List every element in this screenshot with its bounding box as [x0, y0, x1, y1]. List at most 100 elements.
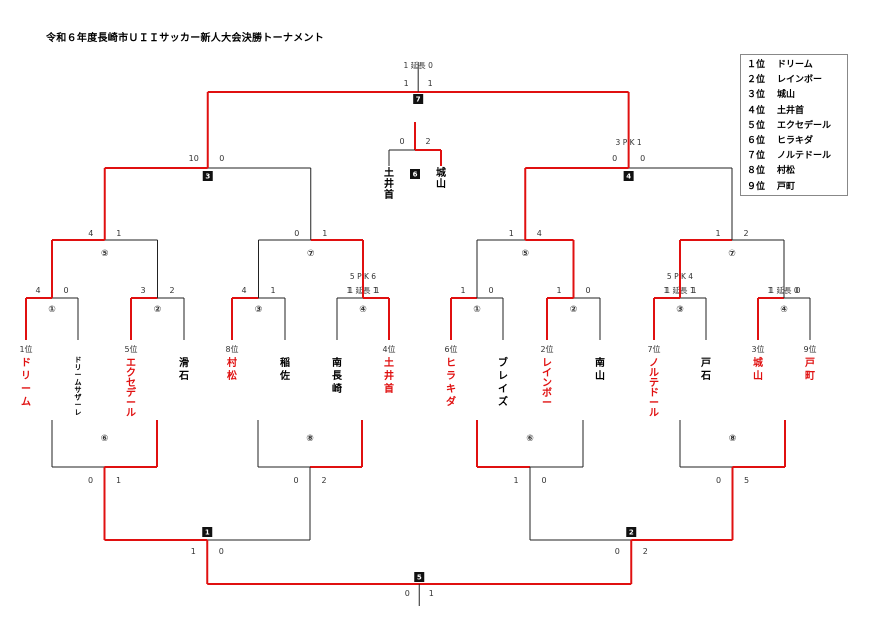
score-right: 1: [116, 476, 121, 485]
team-rank: 8位: [225, 344, 238, 354]
match-circle-number: ②: [154, 305, 162, 315]
score-right: 0: [640, 154, 645, 163]
score-left: 0: [612, 154, 617, 163]
score-left: 4: [88, 229, 93, 238]
score-left: 1: [513, 476, 518, 485]
score-right: 2: [169, 286, 174, 295]
match-circle-number: ③: [255, 305, 263, 315]
ranking-team-name: ノルテドール: [777, 151, 832, 162]
team-name: レインボー: [542, 358, 552, 409]
score-left: 1: [191, 547, 196, 556]
score-right: 4: [537, 229, 542, 238]
match-number: 7: [416, 96, 421, 104]
ranking-position: １位: [747, 60, 766, 70]
match-number-box: [410, 169, 420, 179]
extra-time-note: 1 延長 0: [404, 60, 434, 70]
third-place-team: 城山: [436, 166, 446, 190]
team-name: 城山: [753, 356, 763, 382]
ranking-team-name: レインボー: [777, 75, 823, 86]
score-left: 1: [556, 286, 561, 295]
ranking-team-name: ドリーム: [777, 60, 813, 70]
score-right: 1: [428, 79, 433, 88]
score-right: 1: [374, 286, 379, 295]
ranking-row: １位 ドリーム: [747, 58, 847, 73]
match-number-box: [623, 171, 634, 181]
match-circle-number: ①: [473, 305, 481, 315]
score-right: 0: [795, 286, 800, 295]
ranking-position: ４位: [747, 105, 766, 116]
team-rank: 7位: [647, 344, 660, 354]
ranking-position: ９位: [747, 181, 766, 192]
team-rank: 4位: [382, 344, 395, 354]
score-left: 1: [346, 286, 351, 295]
ranking-team-name: ヒラキダ: [777, 136, 814, 147]
score-right: 0: [585, 286, 590, 295]
match-number-box: [202, 527, 213, 537]
ranking-position: ３位: [747, 90, 766, 101]
third-place-team: 土井首: [384, 166, 394, 201]
team-rank: 2位: [540, 344, 553, 354]
score-left: 0: [294, 229, 299, 238]
ranking-row: ３位城山: [747, 88, 847, 103]
team-name: ドリーム: [21, 357, 31, 408]
team-name: ブレイズ: [498, 356, 508, 408]
team-rank: 3位: [751, 344, 764, 354]
score-left: 4: [35, 286, 40, 295]
score-left: 1: [767, 286, 772, 295]
ranking-position: ６位: [747, 136, 766, 147]
match-number: 6: [413, 171, 418, 179]
team-name: 戸石: [700, 357, 711, 382]
score-left: 1: [663, 286, 668, 295]
match-number-box: [202, 171, 213, 181]
team-name: 滑石: [178, 356, 189, 382]
match-circle-number: ⑦: [307, 249, 315, 259]
match-circle-number: ⑧: [306, 434, 314, 444]
team-name: 南長崎: [332, 356, 343, 395]
score-right: 0: [219, 154, 224, 163]
ranking-row: ６位ヒラキダ: [747, 134, 847, 149]
score-left: 0: [615, 547, 620, 556]
team-name: ドリームサザーレ: [75, 356, 82, 417]
score-right: 2: [743, 229, 748, 238]
match-circle-number: ⑥: [101, 434, 109, 444]
score-left: 0: [293, 476, 298, 485]
score-left: 1: [404, 79, 409, 88]
match-circle-number: ⑤: [101, 249, 109, 259]
score-left: 0: [716, 476, 721, 485]
match-number: 2: [629, 529, 634, 537]
ranking-team-name: 土井首: [777, 105, 805, 116]
match-circle-number: ③: [676, 305, 684, 315]
score-right: 0: [219, 547, 224, 556]
ranking-row: ４位土井首: [747, 104, 847, 119]
score-right: 1: [322, 229, 327, 238]
score-right: 0: [63, 286, 68, 295]
team-rank: 9位: [803, 344, 816, 354]
match-circle-number: ⑥: [526, 434, 534, 444]
ranking-row: ７位ノルテドール: [747, 149, 847, 164]
score-right: 2: [643, 547, 648, 556]
team-name: 稲佐: [279, 356, 290, 382]
match-number: 3: [205, 173, 210, 181]
match-circle-number: ⑤: [521, 249, 529, 259]
score-left: 4: [241, 286, 246, 295]
team-name: 土井首: [384, 356, 394, 395]
match-circle-number: ⑧: [729, 434, 737, 444]
match-circle-number: ⑦: [728, 249, 736, 259]
score-right: 1: [429, 589, 434, 598]
match-number: 4: [626, 173, 631, 181]
team-rank: 6位: [444, 344, 457, 354]
score-right: 2: [321, 476, 326, 485]
ranking-team-name: 戸町: [777, 181, 796, 192]
ranking-team-name: 村松: [777, 166, 796, 177]
team-name: 戸町: [805, 357, 815, 382]
team-name: エクセデール: [126, 358, 137, 419]
score-left: 3: [140, 286, 145, 295]
team-name: ヒラキダ: [446, 357, 456, 408]
score-right: 0: [488, 286, 493, 295]
ranking-row: ９位戸町: [747, 180, 847, 195]
score-left: 10: [189, 154, 199, 163]
page-title: 令和６年度長崎市ＵＩＩサッカー新人大会決勝トーナメント: [46, 33, 325, 44]
score-left: 0: [405, 589, 410, 598]
team-rank: 1位: [19, 344, 32, 354]
